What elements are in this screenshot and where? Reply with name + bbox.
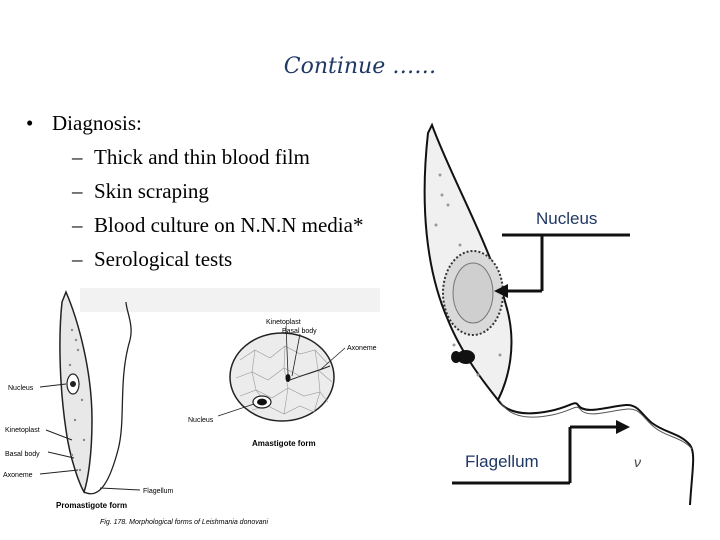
sub-bullet-item: – Thick and thin blood film <box>26 140 363 174</box>
flagellum-arrow-icon <box>616 420 630 434</box>
label-amastigote-form: Amastigote form <box>252 439 316 448</box>
promastigote-nucleolus <box>70 381 76 387</box>
sub-bullet-item: – Skin scraping <box>26 174 363 208</box>
sub-bullet-text: Skin scraping <box>94 174 209 208</box>
nucleus-inner <box>453 263 493 323</box>
label-amastigote-kinetoplast: Kinetoplast <box>266 319 301 326</box>
label-axoneme: Axoneme <box>3 472 33 479</box>
amastigote-kinetoplast <box>286 374 291 382</box>
dash-icon: – <box>72 140 94 174</box>
scan-shadow <box>80 288 380 312</box>
sub-bullet-text: Serological tests <box>94 242 232 276</box>
label-basal-body: Basal body <box>5 451 40 458</box>
nucleus-label: Nucleus <box>536 209 597 228</box>
label-amastigote-basal-body: Basal body <box>282 328 317 335</box>
label-kinetoplast: Kinetoplast <box>5 427 40 434</box>
sub-bullet-text: Thick and thin blood film <box>94 140 310 174</box>
basal-body-dot <box>451 351 461 363</box>
flagellum-sheath <box>500 401 692 449</box>
bullet-item-diagnosis: • Diagnosis: <box>26 106 363 140</box>
dash-icon: – <box>72 174 94 208</box>
leishmania-forms-figure: Nucleus Kinetoplast Basal body Axoneme F… <box>0 280 395 538</box>
label-promastigote-form: Promastigote form <box>56 501 127 510</box>
sub-bullet-text: Blood culture on N.N.N media* <box>94 208 363 242</box>
label-flagellum: Flagellum <box>143 488 174 495</box>
flagellum-label: Flagellum <box>465 452 539 471</box>
sub-bullet-item: – Serological tests <box>26 242 363 276</box>
bullet-dot-icon: • <box>26 106 52 140</box>
dash-icon: – <box>72 242 94 276</box>
figure-caption: Fig. 178. Morphological forms of Leishma… <box>100 519 269 526</box>
label-nucleus: Nucleus <box>8 385 34 392</box>
slide-title: Continue …… <box>0 54 720 79</box>
bullet-list: • Diagnosis: – Thick and thin blood film… <box>26 106 363 276</box>
label-amastigote-nucleus: Nucleus <box>188 417 214 424</box>
promastigote-large-figure: ν Nucleus Flagellum <box>390 115 720 535</box>
dash-icon: – <box>72 208 94 242</box>
label-amastigote-axoneme: Axoneme <box>347 345 377 352</box>
sub-bullet-item: – Blood culture on N.N.N media* <box>26 208 363 242</box>
figure-mark: ν <box>634 454 641 470</box>
bullet-text: Diagnosis: <box>52 106 142 140</box>
amastigote-nucleolus <box>257 399 267 406</box>
